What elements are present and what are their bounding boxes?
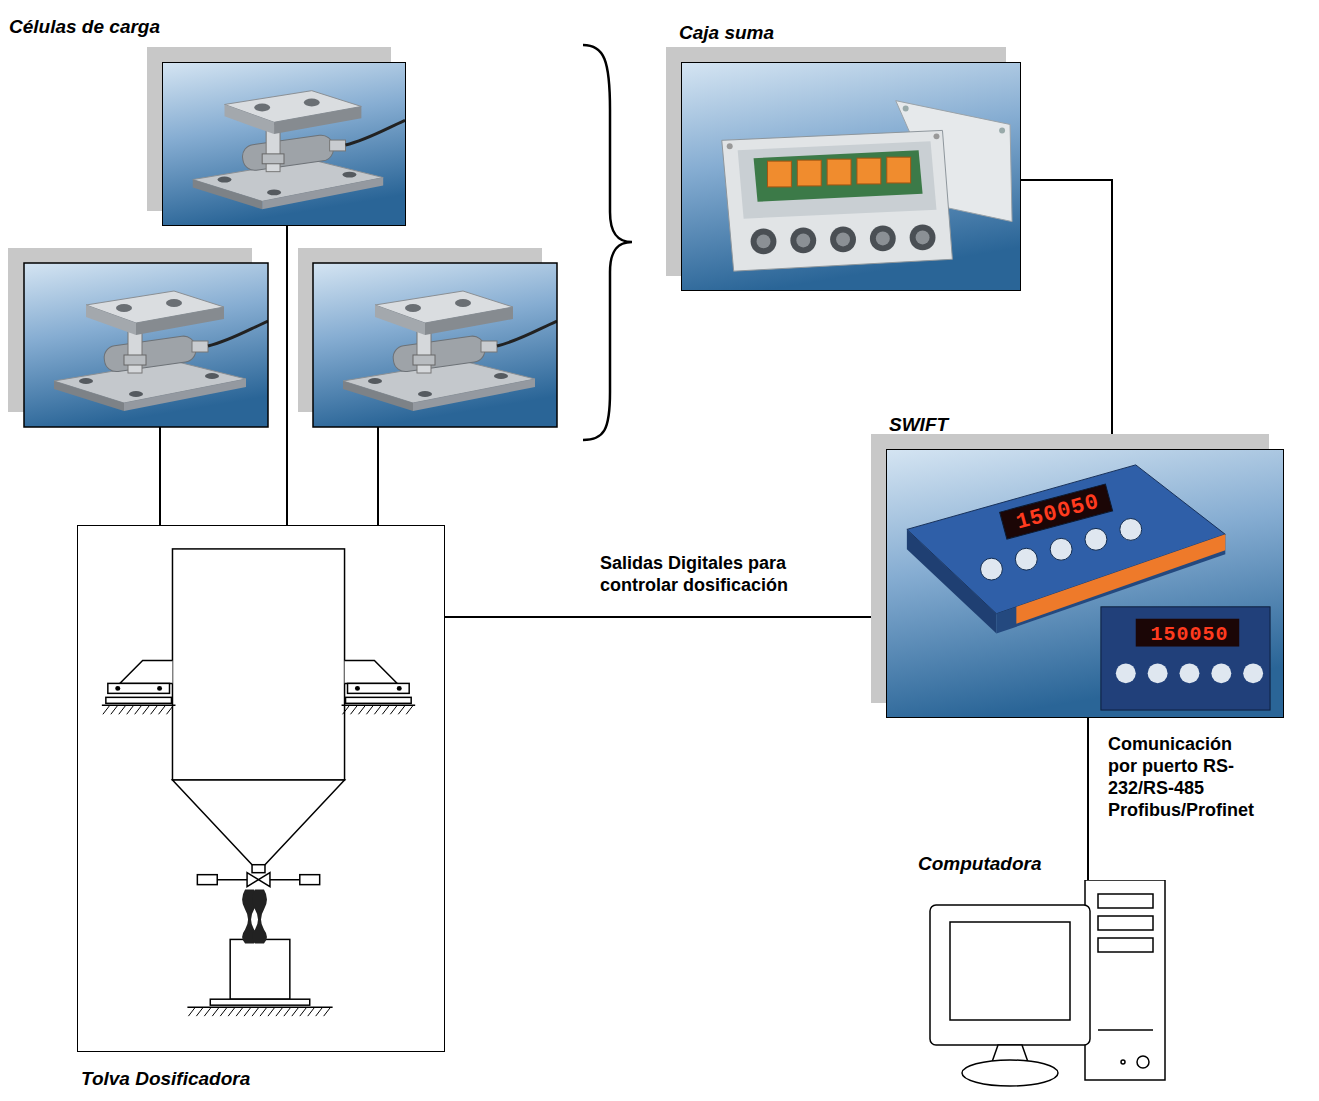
node-heading: Tolva Dosificadora — [81, 1067, 250, 1090]
load-cell-picture — [298, 248, 557, 427]
node-heading: SWIFT — [889, 413, 948, 436]
connector-line — [1021, 180, 1112, 449]
cell-wire — [159, 427, 161, 525]
indicator-box: SWIFT — [886, 449, 1284, 718]
load-cell-box: Células de carga — [162, 62, 406, 226]
cell-wire — [377, 427, 379, 525]
node-heading: Caja suma — [679, 21, 774, 44]
edge-label: Salidas Digitales para controlar dosific… — [600, 552, 830, 596]
hopper-box: Tolva Dosificadora — [77, 525, 445, 1052]
node-illustration — [682, 63, 1020, 290]
junction-box: Caja suma — [681, 62, 1021, 291]
load-cell-picture — [24, 263, 268, 427]
node-illustration — [102, 549, 415, 1016]
curly-bracket — [583, 45, 632, 440]
node-heading: Células de carga — [9, 15, 160, 38]
connector-line — [286, 226, 288, 525]
cell-wire — [160, 427, 378, 525]
connector-line — [445, 616, 886, 618]
load-cell-picture — [24, 263, 268, 427]
node-illustration — [163, 63, 405, 225]
node-illustration — [163, 63, 405, 225]
node-illustration — [78, 526, 444, 1051]
node-heading: Computadora — [918, 852, 1042, 875]
computer-node: Computadora — [918, 880, 1170, 1092]
connector-line — [1087, 718, 1089, 880]
load-cell-picture — [313, 263, 557, 427]
node-illustration — [887, 450, 1283, 717]
node-illustration — [918, 880, 1170, 1092]
display-readout: 150050 — [1138, 621, 1242, 649]
edge-label: Comunicación por puerto RS-232/RS-485 Pr… — [1108, 733, 1258, 821]
node-illustration — [930, 880, 1165, 1086]
load-cell-picture — [313, 263, 557, 427]
load-cell-picture — [8, 248, 268, 427]
node-illustration — [682, 63, 1020, 290]
